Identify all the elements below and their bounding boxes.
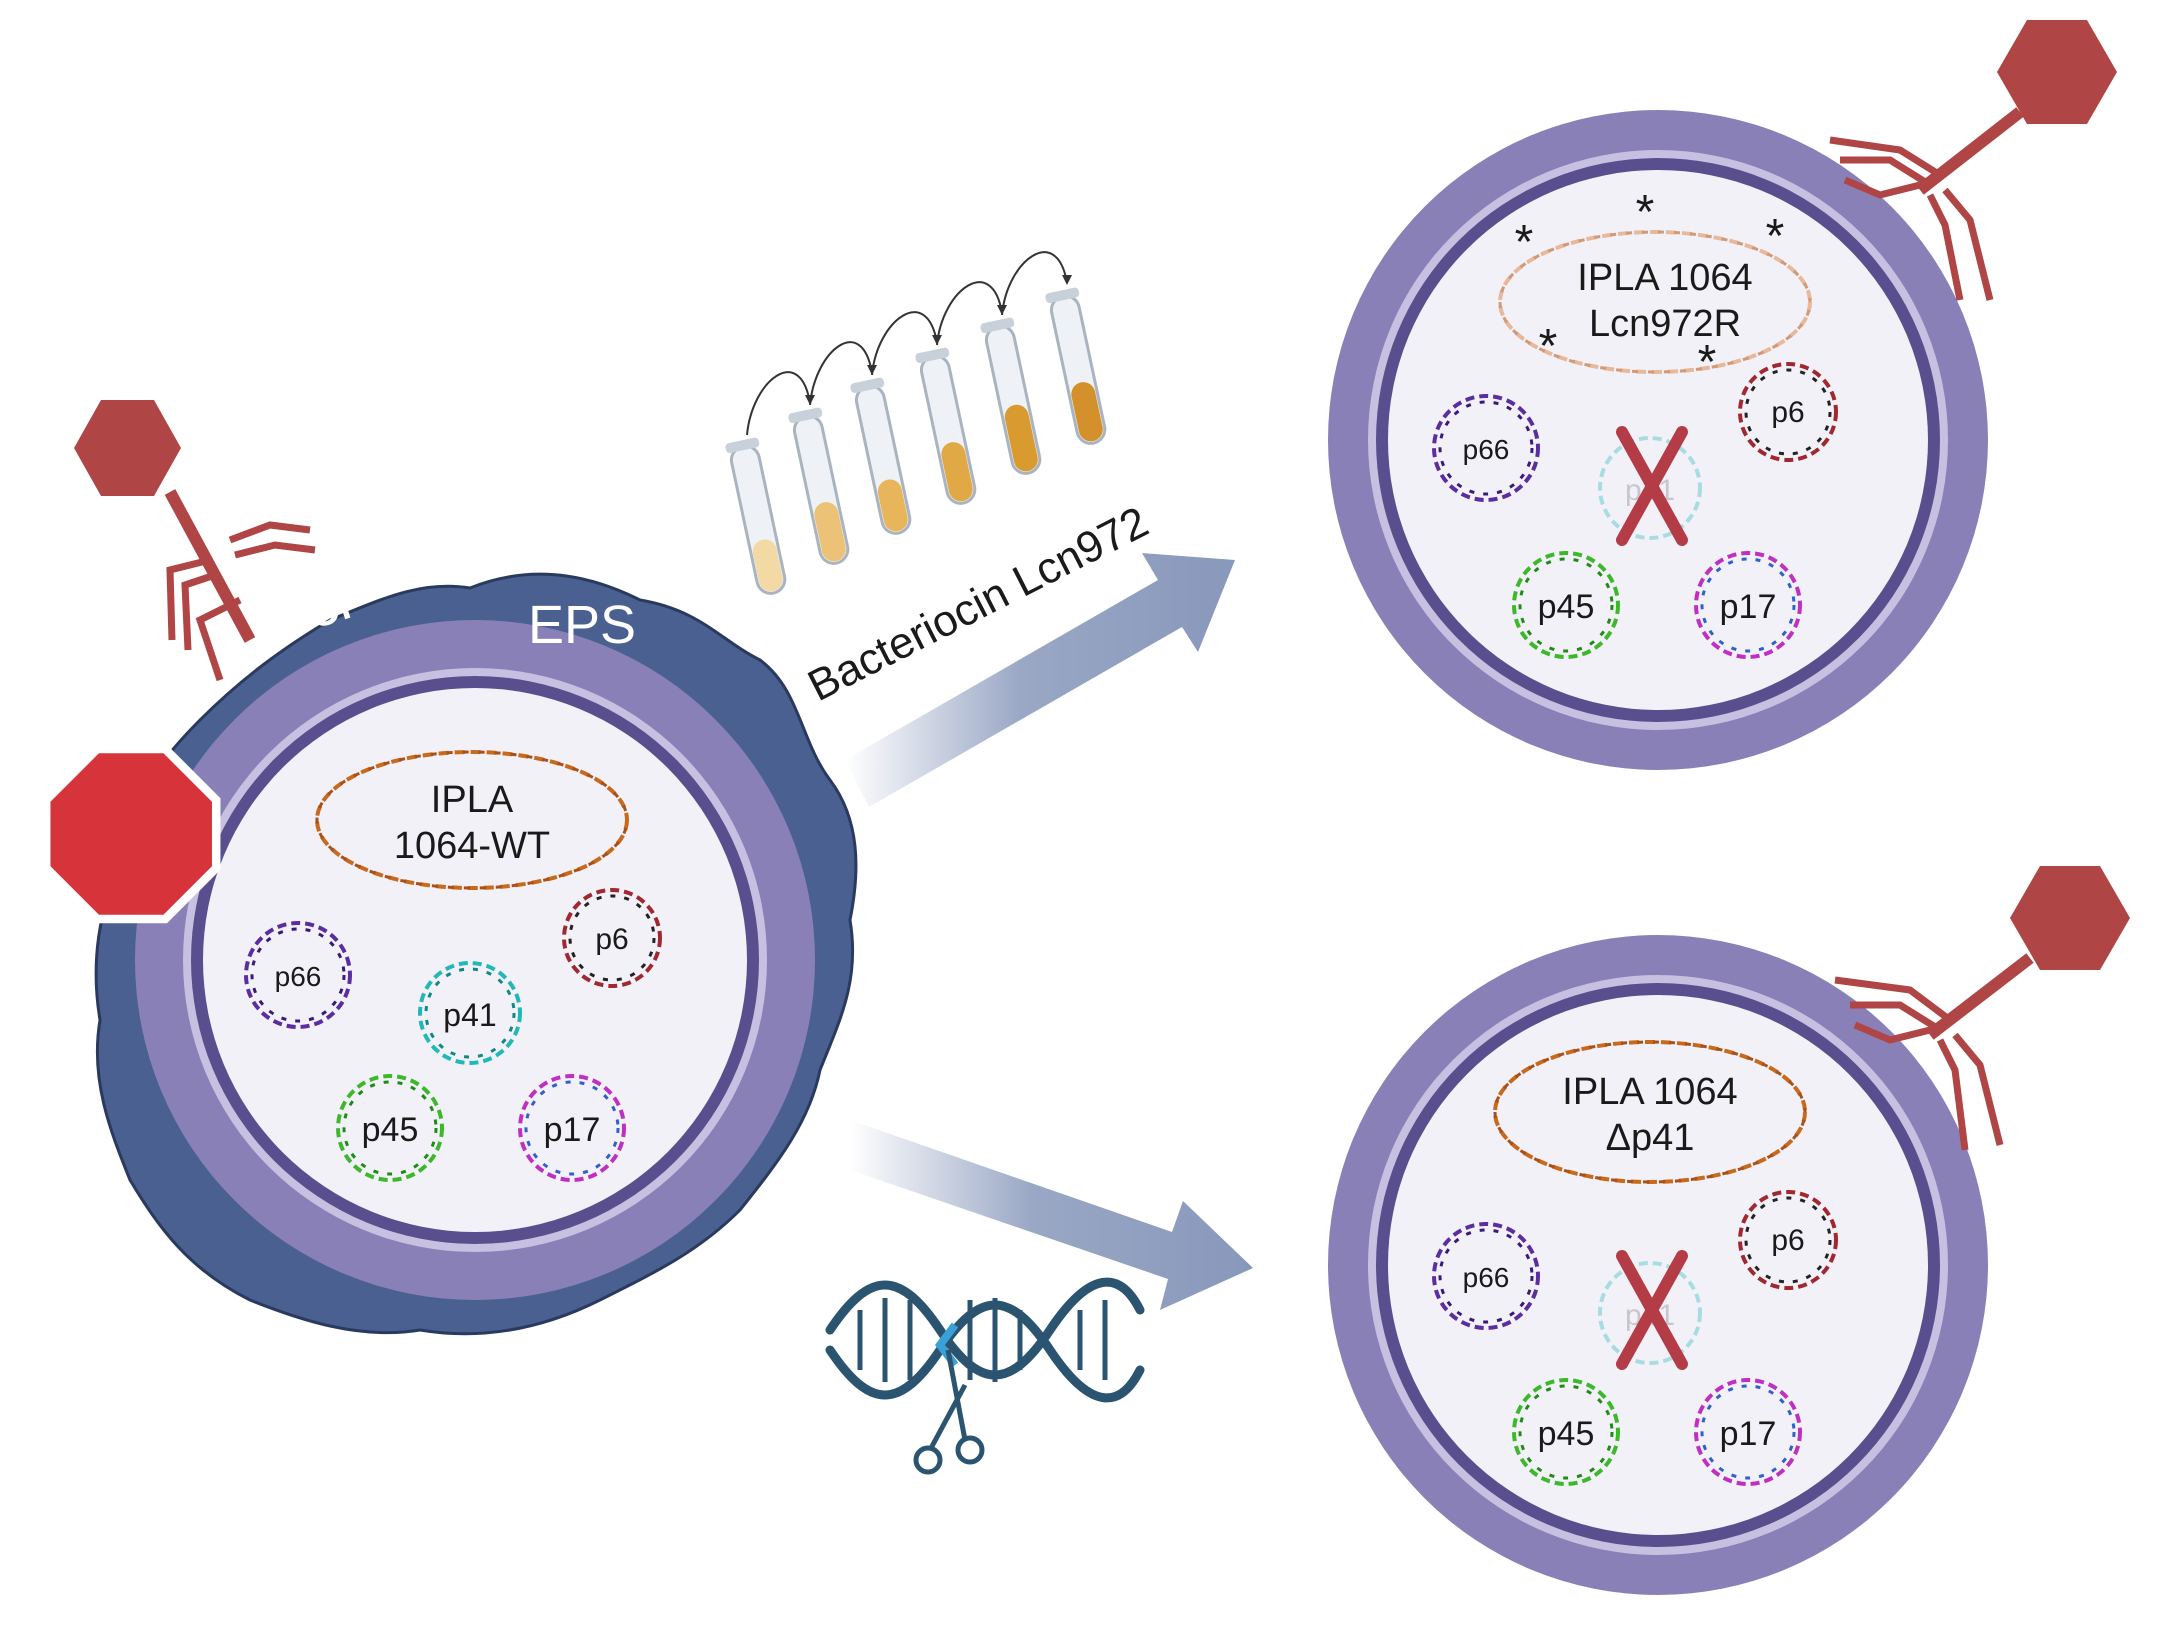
deletion-chromosome: IPLA 1064 Δp41 (1493, 1040, 1807, 1184)
transfer-arrowhead-5 (1062, 275, 1072, 285)
mutation-mark-5: * (1698, 336, 1717, 389)
resistant-chromosome-label-line1: IPLA 1064 (1577, 257, 1752, 299)
resistant-plasmid-p66: p66 (1432, 394, 1540, 502)
resistant-p66-label: p66 (1463, 434, 1510, 465)
wt-chromosome-label-line1: IPLA (431, 779, 514, 821)
deletion-chromosome-label-line2: Δp41 (1606, 1117, 1695, 1159)
resistant-p17-label: p17 (1720, 588, 1777, 626)
resistant-chromosome: IPLA 1064 Lcn972R (1498, 230, 1812, 374)
transfer-arrow-1 (746, 371, 811, 436)
wt-plasmid-p6: p6 (562, 888, 662, 988)
phage-blocked-icon (74, 400, 316, 682)
arrow-to-deletion (850, 1120, 1253, 1310)
mutation-mark-1: * (1515, 216, 1534, 269)
wt-p45-label: p45 (362, 1111, 419, 1149)
mutation-mark-3: * (1766, 210, 1785, 263)
serial-passage-tubes (725, 251, 1107, 595)
deletion-p45-label: p45 (1538, 1415, 1595, 1453)
deletion-chromosome-label-line1: IPLA 1064 (1562, 1071, 1737, 1113)
resistant-cross-icon (1616, 426, 1688, 546)
wt-chromosome-label-line2: 1064-WT (394, 825, 550, 867)
resistant-chromosome-label-line2: Lcn972R (1589, 303, 1741, 345)
resistant-plasmid-p45: p45 (1512, 551, 1620, 659)
mutation-mark-2: * (1636, 186, 1655, 239)
deletion-plasmid-p45: p45 (1512, 1378, 1620, 1486)
phage-infecting-resistant-icon (1829, 20, 2117, 301)
deletion-p17-label: p17 (1720, 1415, 1777, 1453)
mutation-mark-4: * (1539, 320, 1558, 373)
test-tube-6 (1045, 287, 1107, 445)
wt-p6-label: p6 (595, 923, 628, 956)
gene-editing-dna-scissors-icon (825, 1277, 1145, 1475)
deletion-p6-label: p6 (1771, 1224, 1804, 1257)
wt-p66-label: p66 (275, 961, 322, 992)
test-tube-4 (915, 347, 977, 505)
wt-plasmid-p41: p41 (418, 961, 522, 1065)
resistant-plasmid-p17: p17 (1694, 551, 1802, 659)
resistant-cell: IPLA 1064 Lcn972R * * * * * p66 p41 p6 (1328, 110, 1988, 770)
transfer-arrow-2 (809, 341, 873, 406)
transfer-arrow-5 (1001, 251, 1068, 316)
transfer-arrow-3 (871, 311, 938, 376)
deletion-cross-icon (1616, 1250, 1688, 1370)
deletion-p66-label: p66 (1463, 1262, 1510, 1293)
transfer-arrow-4 (936, 281, 1003, 346)
deletion-plasmid-p66: p66 (1432, 1222, 1540, 1330)
deletion-cell: IPLA 1064 Δp41 p66 p41 p6 p45 (1328, 935, 1988, 1595)
wt-chromosome: IPLA 1064-WT (315, 750, 629, 890)
test-tube-2 (788, 407, 850, 565)
arrow-to-resistant (845, 553, 1235, 807)
test-tube-5 (980, 317, 1042, 475)
wt-p41-label: p41 (443, 997, 496, 1033)
bacteriocin-label: Bacteriocin Lcn972 (800, 497, 1156, 711)
eps-label: EPS (528, 595, 636, 655)
phage-infecting-deletion-icon (1834, 866, 2130, 1151)
wt-cell: EPS IPLA 1064-WT p66 p41 p6 p45 (94, 572, 858, 1336)
deletion-plasmid-p6: p6 (1738, 1190, 1838, 1290)
resistant-p45-label: p45 (1538, 588, 1595, 626)
deletion-plasmid-p17: p17 (1694, 1378, 1802, 1486)
wt-plasmid-p17: p17 (518, 1074, 626, 1182)
resistant-p6-label: p6 (1771, 396, 1804, 429)
wt-p17-label: p17 (544, 1111, 601, 1149)
wt-plasmid-p45: p45 (336, 1074, 444, 1182)
wt-plasmid-p66: p66 (244, 921, 352, 1029)
test-tube-1 (725, 437, 787, 595)
test-tube-3 (850, 377, 912, 535)
resistant-plasmid-p6: p6 (1738, 362, 1838, 462)
